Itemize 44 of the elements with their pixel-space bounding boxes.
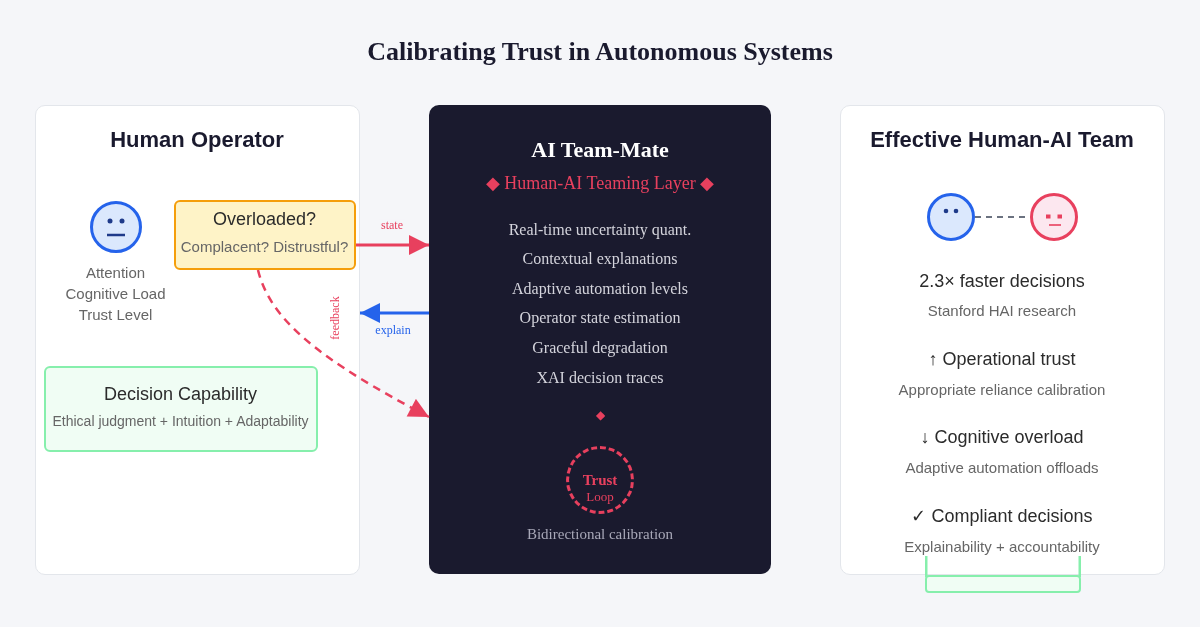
feature-item: Operator state estimation [519, 308, 681, 328]
feature-item: Real-time uncertainty quant. [508, 220, 692, 240]
box-subtext: Ethical judgment + Intuition + Adaptability [52, 412, 309, 429]
box-heading: Overloaded? [212, 208, 317, 229]
feature-item: Contextual explanations [522, 249, 678, 269]
edge-label: explain [373, 324, 413, 338]
panel-card [840, 105, 1165, 575]
loop-circle [566, 446, 634, 514]
loop-subtitle: Loop [586, 489, 614, 505]
dashed-arrow [256, 269, 430, 419]
feature-item: Graceful degradation [532, 338, 668, 358]
box-heading: Decision Capability [103, 383, 258, 404]
loop-caption: Bidirectional calibration [526, 526, 674, 544]
face-icon [1029, 192, 1078, 241]
metric-label: Trust Level [78, 305, 153, 324]
benefit-heading: ✓ Compliant decisions [911, 505, 1093, 526]
metric-label: Cognitive Load [65, 284, 166, 303]
benefit-heading: ↓ Cognitive overload [920, 426, 1084, 447]
panel-heading: AI Team-Mate [531, 137, 669, 163]
panel-card [429, 105, 771, 574]
feature-item: Adaptive automation levels [512, 279, 688, 299]
arrow [360, 303, 429, 323]
arrow [356, 235, 429, 255]
panel-card [35, 105, 360, 575]
alert-box [173, 199, 356, 270]
benefit-heading: 2.3× faster decisions [919, 270, 1085, 291]
info-box [43, 365, 318, 452]
diamond-mark: ◆ [595, 409, 605, 423]
benefit-note: Explainability + accountability [904, 537, 1100, 556]
benefit-heading: ↑ Operational trust [928, 348, 1076, 369]
benefit-note: Stanford HAI research [927, 301, 1077, 320]
panel-heading: Human Operator [110, 126, 284, 153]
diagram-title: Calibrating Trust in Autonomous Systems [367, 37, 833, 67]
benefit-note: Adaptive automation offloads [905, 458, 1099, 477]
panel-heading: Effective Human-AI Team [870, 126, 1134, 153]
face-icon [89, 200, 142, 253]
panel-subheading: ◆ Human-AI Teaming Layer ◆ [485, 172, 715, 194]
loop-title: Trust [582, 472, 618, 490]
face-icon [926, 192, 975, 241]
feature-item: XAI decision traces [536, 368, 664, 388]
metric-label: Attention [85, 263, 146, 282]
box-subtext: Complacent? Distrustful? [180, 237, 349, 256]
benefit-note: Appropriate reliance calibration [898, 380, 1106, 399]
outline-box [925, 556, 1081, 593]
